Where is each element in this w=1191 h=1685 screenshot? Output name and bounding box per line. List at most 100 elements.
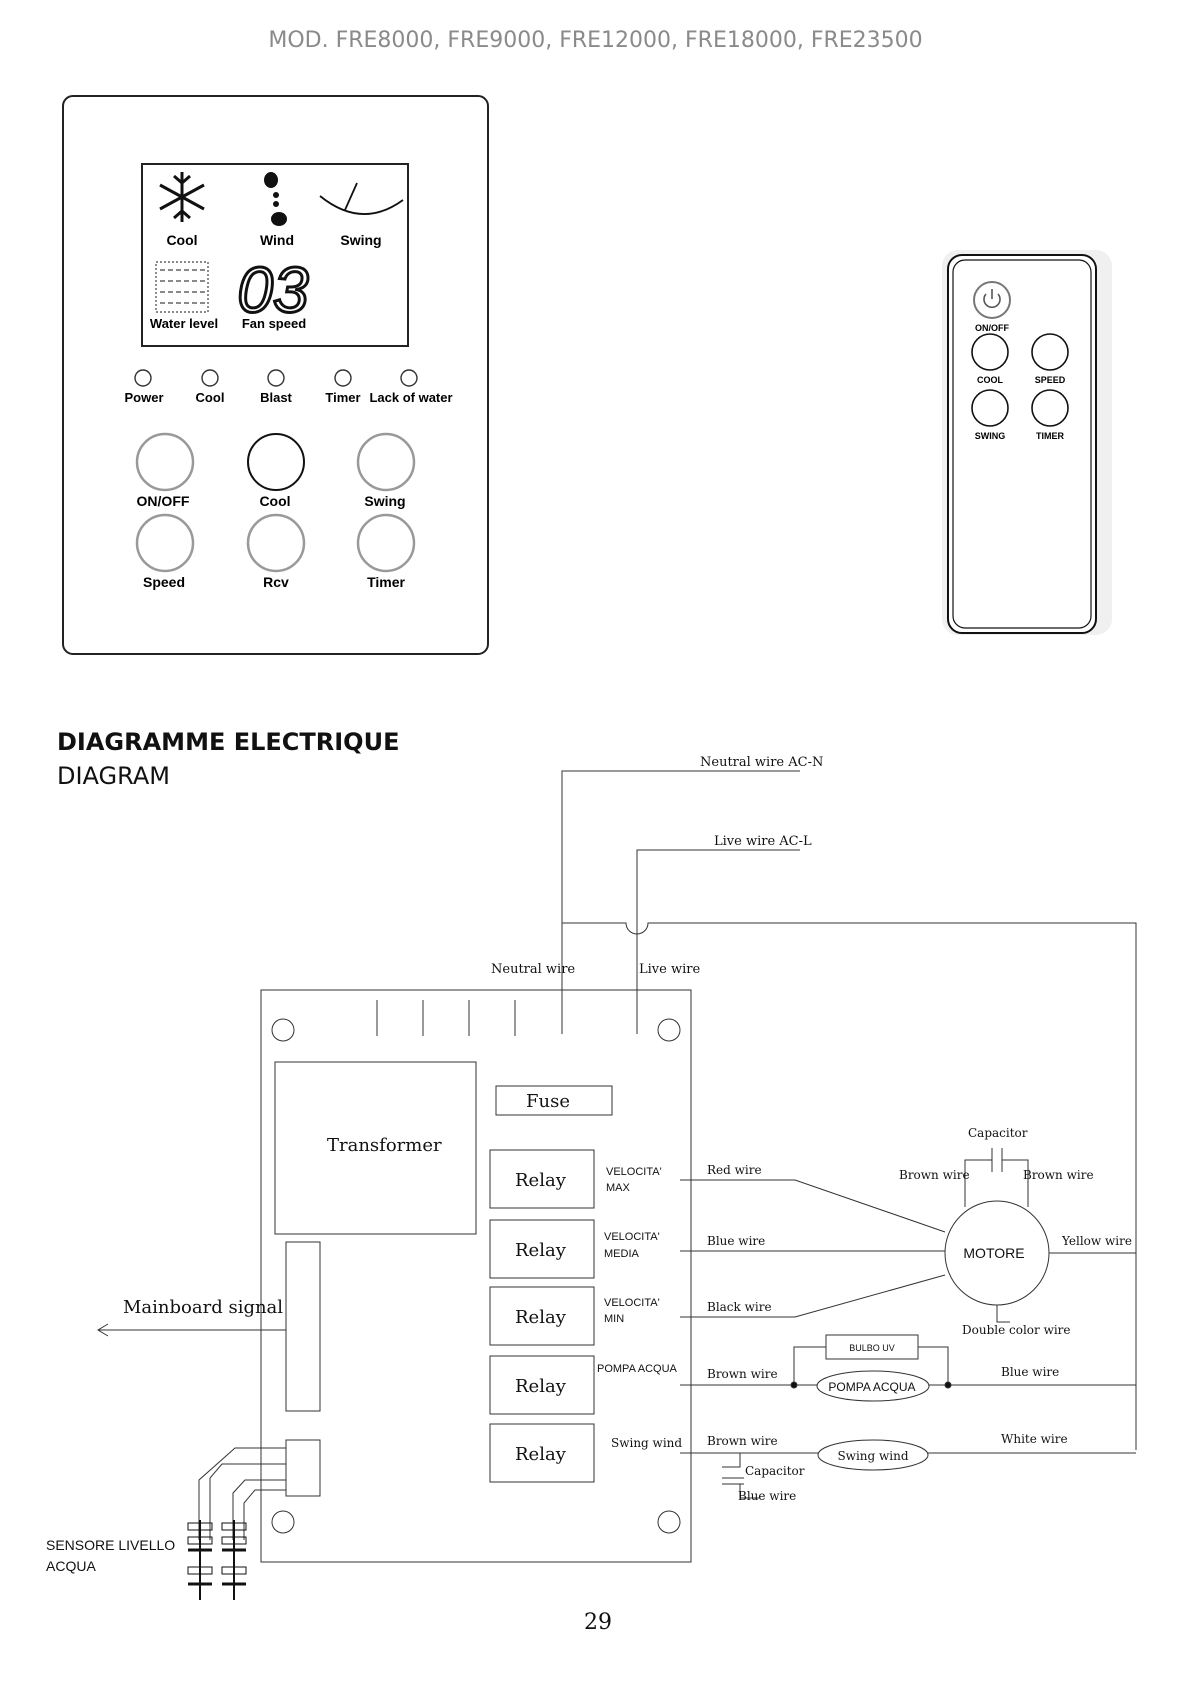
label-motore: MOTORE bbox=[963, 1245, 1024, 1261]
panel-speed-button[interactable] bbox=[135, 513, 195, 573]
label-brown-wire-left: Brown wire bbox=[899, 1168, 970, 1182]
label-sensore-2: ACQUA bbox=[46, 1558, 96, 1574]
label-capacitor-swing: Capacitor bbox=[745, 1464, 805, 1478]
remote-swing-label: SWING bbox=[975, 431, 1006, 441]
label-neutral-wire: Neutral wire bbox=[491, 962, 575, 977]
label-velocita-max-2: MAX bbox=[606, 1182, 631, 1194]
remote-speed-button[interactable] bbox=[1031, 333, 1069, 371]
label-swing-wind: Swing wind bbox=[837, 1449, 908, 1463]
water-level-sensor bbox=[187, 1520, 247, 1600]
relay-swing bbox=[489, 1423, 595, 1483]
relay-min bbox=[489, 1286, 595, 1346]
remote-timer-label: TIMER bbox=[1036, 431, 1064, 441]
page-number: 29 bbox=[584, 1610, 612, 1635]
label-bulbo-uv: BULBO UV bbox=[849, 1343, 895, 1353]
relay-media-label: Relay bbox=[515, 1240, 567, 1261]
panel-onoff-button[interactable] bbox=[135, 432, 195, 492]
relay-min-label: Relay bbox=[515, 1307, 567, 1328]
label-yellow-wire: Yellow wire bbox=[1061, 1234, 1132, 1248]
relay-max-label: Relay bbox=[515, 1170, 567, 1191]
panel-swing-label: Swing bbox=[364, 493, 405, 509]
panel-timer-button[interactable] bbox=[356, 513, 416, 573]
panel-cool-label: Cool bbox=[259, 493, 290, 509]
label-blue-wire-pump-right: Blue wire bbox=[1001, 1365, 1059, 1379]
label-double-color-wire: Double color wire bbox=[962, 1323, 1071, 1337]
transformer-box bbox=[274, 1061, 477, 1235]
lcd-display bbox=[141, 163, 409, 347]
label-neutral-ac: Neutral wire AC-N bbox=[700, 755, 823, 770]
lcd-water-level-label: Water level bbox=[150, 316, 218, 331]
label-pompa-acqua: POMPA ACQUA bbox=[828, 1380, 915, 1394]
lcd-swing-label: Swing bbox=[340, 232, 381, 248]
remote-swing-button[interactable] bbox=[971, 389, 1009, 427]
control-panel: Cool Wind Swing 03 Water level Fan speed bbox=[62, 95, 489, 655]
label-velocita-media-1: VELOCITA' bbox=[604, 1231, 660, 1243]
remote-cool-label: COOL bbox=[977, 375, 1004, 385]
led-blast-label: Blast bbox=[260, 390, 292, 405]
label-brown-wire-right: Brown wire bbox=[1023, 1168, 1094, 1182]
swing-icon bbox=[319, 182, 404, 215]
label-sensore-1: SENSORE LIVELLO bbox=[46, 1537, 175, 1553]
led-lack-of-water-label: Lack of water bbox=[369, 390, 452, 405]
panel-speed-label: Speed bbox=[143, 574, 185, 590]
wiring-labels: Neutral wire AC-N Live wire AC-L Neutral… bbox=[46, 755, 1132, 1574]
remote-onoff-label: ON/OFF bbox=[975, 323, 1009, 333]
relay-pump-label: Relay bbox=[515, 1376, 567, 1397]
relay-max bbox=[489, 1149, 595, 1209]
snowflake-icon bbox=[159, 172, 205, 222]
label-black-wire: Black wire bbox=[707, 1300, 772, 1314]
water-level-icon bbox=[155, 261, 209, 313]
relay-swing-label: Relay bbox=[515, 1444, 567, 1465]
relay-pump bbox=[489, 1355, 595, 1415]
label-blue-wire-1: Blue wire bbox=[707, 1234, 765, 1248]
lcd-digits: 03 bbox=[237, 254, 309, 326]
wind-icon bbox=[264, 172, 287, 226]
label-capacitor-motor: Capacitor bbox=[968, 1126, 1028, 1140]
lcd-cool-label: Cool bbox=[166, 232, 197, 248]
label-blue-wire-swing: Blue wire bbox=[738, 1489, 796, 1503]
remote-cool-button[interactable] bbox=[971, 333, 1009, 371]
led-cool-label: Cool bbox=[196, 390, 225, 405]
panel-onoff-label: ON/OFF bbox=[137, 493, 190, 509]
label-velocita-media-2: MEDIA bbox=[604, 1248, 640, 1260]
label-live-ac: Live wire AC-L bbox=[714, 834, 812, 849]
remote-power-button[interactable] bbox=[973, 281, 1011, 319]
pompa-acqua-ellipse bbox=[816, 1370, 930, 1402]
mainboard bbox=[260, 989, 692, 1563]
lcd-wind-label: Wind bbox=[260, 232, 294, 248]
label-velocita-max-1: VELOCITA' bbox=[606, 1166, 662, 1178]
label-pompa-acqua-relay: POMPA ACQUA bbox=[597, 1363, 678, 1375]
label-swing-wind-relay: Swing wind bbox=[611, 1436, 682, 1450]
led-timer-label: Timer bbox=[325, 390, 360, 405]
section-title-en: DIAGRAM bbox=[57, 762, 170, 790]
wiring-diagram bbox=[97, 770, 1137, 1600]
label-mainboard-signal: Mainboard signal bbox=[123, 1297, 283, 1318]
panel-swing-button[interactable] bbox=[356, 432, 416, 492]
label-fuse: Fuse bbox=[526, 1091, 570, 1112]
label-brown-wire-pump: Brown wire bbox=[707, 1367, 778, 1381]
panel-rcv-label: Rcv bbox=[263, 574, 289, 590]
remote-control: ON/OFF COOL SPEED SWING TIMER bbox=[942, 250, 1112, 635]
label-live-wire: Live wire bbox=[639, 962, 700, 977]
panel-cool-button[interactable] bbox=[247, 433, 305, 491]
remote-timer-button[interactable] bbox=[1031, 389, 1069, 427]
relay-media bbox=[489, 1219, 595, 1279]
led-row bbox=[134, 369, 418, 387]
led-power-label: Power bbox=[124, 390, 163, 405]
remote-speed-label: SPEED bbox=[1035, 375, 1066, 385]
lcd-fan-speed-label: Fan speed bbox=[242, 316, 306, 331]
model-header: MOD. FRE8000, FRE9000, FRE12000, FRE1800… bbox=[268, 28, 923, 53]
label-transformer: Transformer bbox=[327, 1135, 442, 1156]
label-white-wire: White wire bbox=[1001, 1432, 1068, 1446]
power-icon bbox=[983, 289, 1001, 309]
swing-wind-ellipse bbox=[817, 1439, 929, 1471]
label-velocita-min-1: VELOCITA' bbox=[604, 1297, 660, 1309]
panel-timer-label: Timer bbox=[367, 574, 405, 590]
fuse-box bbox=[495, 1085, 613, 1116]
label-brown-wire-swing: Brown wire bbox=[707, 1434, 778, 1448]
section-title-fr: DIAGRAMME ELECTRIQUE bbox=[57, 728, 400, 756]
panel-rcv-button[interactable] bbox=[246, 513, 306, 573]
label-velocita-min-2: MIN bbox=[604, 1313, 624, 1325]
label-red-wire: Red wire bbox=[707, 1163, 762, 1177]
